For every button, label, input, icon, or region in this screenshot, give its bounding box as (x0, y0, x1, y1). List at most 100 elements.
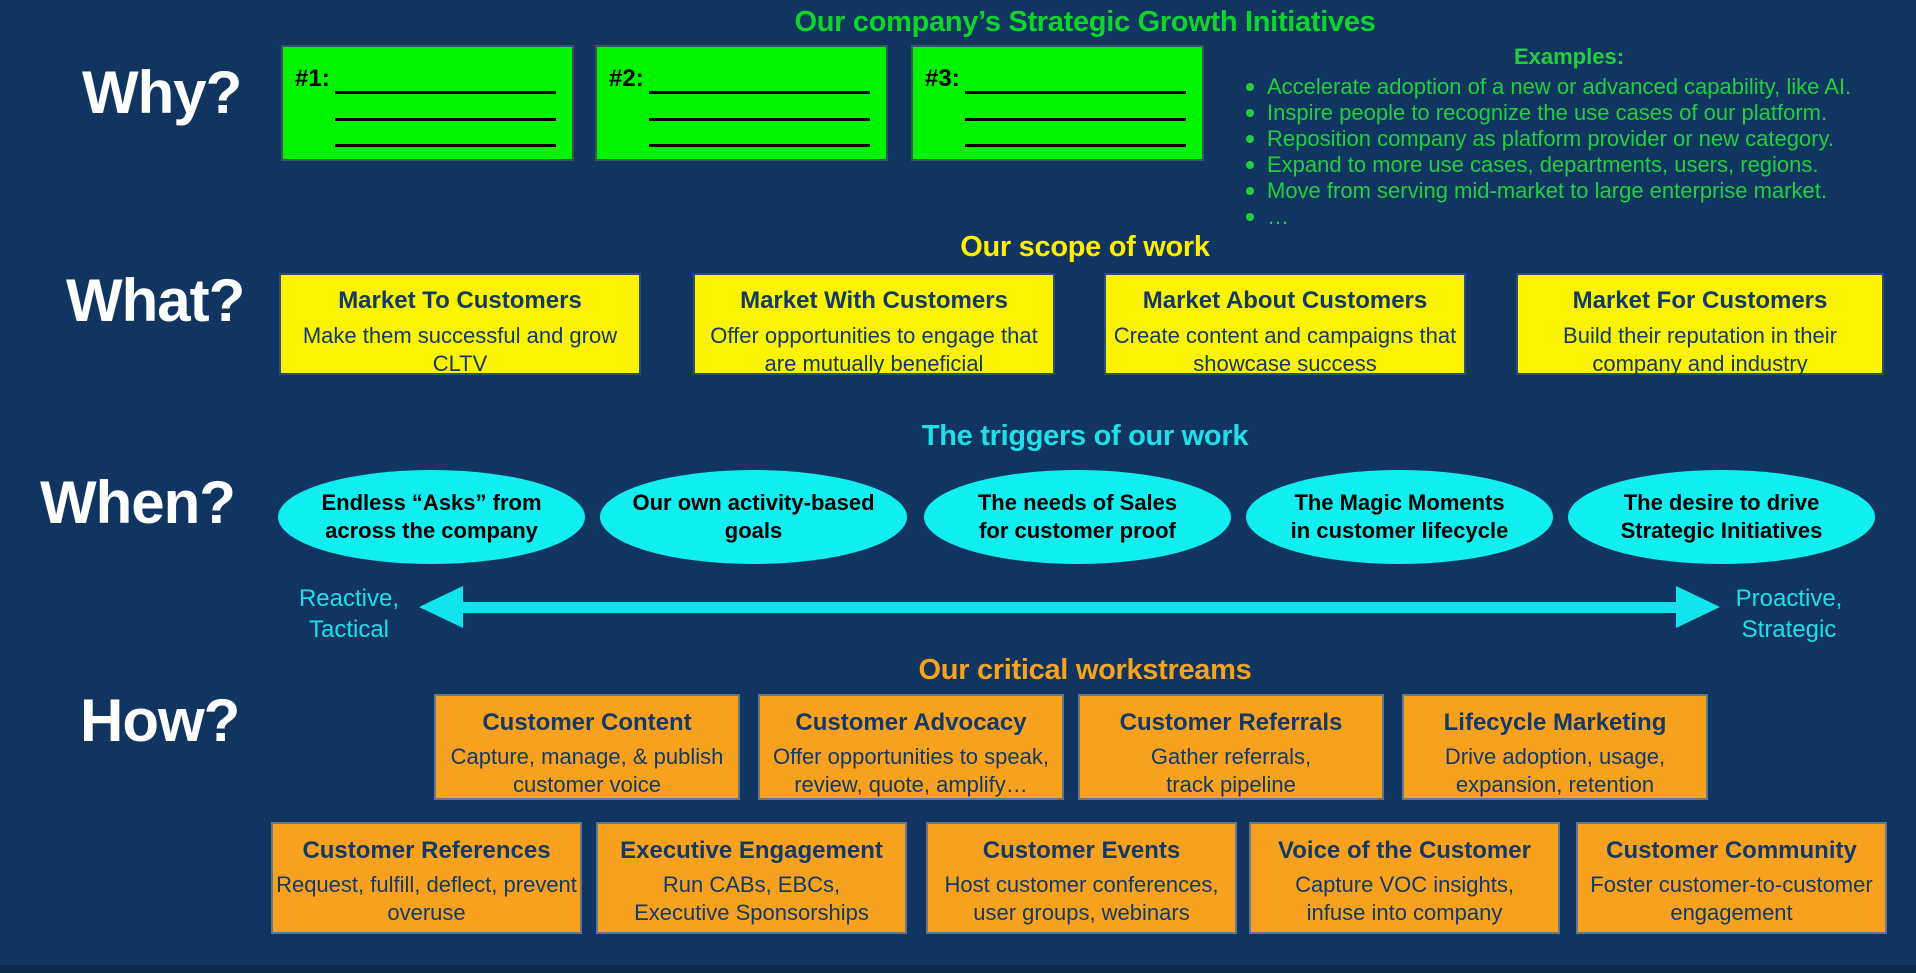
bullet-icon (1246, 83, 1254, 91)
box-body: Foster customer-to-customer engagement (1578, 871, 1885, 927)
box-title: Voice of the Customer (1278, 837, 1531, 864)
bullet-icon (1246, 213, 1254, 221)
trigger-ellipse-sales-needs: The needs of Sales for customer proof (924, 470, 1231, 564)
box-body: Drive adoption, usage, expansion, retent… (1404, 743, 1706, 799)
arrow-left-head-icon (419, 586, 463, 628)
box-title: Customer Events (982, 837, 1181, 864)
box-title: Market For Customers (1572, 287, 1828, 314)
axis-label-proactive-strategic: Proactive, Strategic (1722, 583, 1856, 645)
examples-header: Examples: (1513, 44, 1625, 69)
workstream-box-customer-community: Customer Community Foster customer-to-cu… (1576, 822, 1887, 934)
trigger-line: for customer proof (979, 518, 1176, 543)
box-body: Gather referrals, track pipeline (1080, 743, 1382, 799)
box-title: Customer Community (1606, 837, 1857, 864)
initiative-number: #1: (295, 65, 330, 92)
initiative-box-2: #2: (595, 45, 888, 161)
workstream-box-voice-of-customer: Voice of the Customer Capture VOC insigh… (1249, 822, 1560, 934)
blank-line (335, 144, 556, 147)
list-item: Move from serving mid-market to large en… (1244, 178, 1894, 204)
trigger-ellipse-magic-moments: The Magic Moments in customer lifecycle (1246, 470, 1553, 564)
box-body: Request, fulfill, deflect, prevent overu… (273, 871, 580, 927)
heading-strategic-growth-initiatives: Our company’s Strategic Growth Initiativ… (794, 6, 1376, 38)
axis-label-reactive-tactical: Reactive, Tactical (282, 583, 416, 645)
body-line: Offer opportunities to speak, (773, 744, 1049, 769)
body-line: Foster customer-to-customer (1590, 872, 1873, 897)
scope-box-market-to-customers: Market To Customers Make them successful… (279, 273, 641, 376)
box-body: Create content and campaigns that showca… (1106, 322, 1464, 378)
trigger-line: Strategic Initiatives (1620, 518, 1823, 543)
example-text: Accelerate adoption of a new or advanced… (1267, 74, 1852, 99)
body-line: CLTV (432, 351, 488, 376)
trigger-ellipse-strategic-initiatives: The desire to drive Strategic Initiative… (1568, 470, 1875, 564)
box-body: Run CABs, EBCs, Executive Sponsorships (598, 871, 905, 927)
body-line: infuse into company (1306, 900, 1503, 925)
body-line: user groups, webinars (973, 900, 1190, 925)
blank-line (965, 91, 1186, 94)
box-title: Customer Content (482, 709, 692, 736)
box-body: Offer opportunities to speak, review, qu… (760, 743, 1062, 799)
list-item: Accelerate adoption of a new or advanced… (1244, 74, 1894, 100)
box-body: Offer opportunities to engage that are m… (695, 322, 1053, 378)
body-line: expansion, retention (1455, 772, 1655, 797)
box-title: Market With Customers (740, 287, 1008, 314)
row-label-what: What? (66, 267, 245, 334)
scope-box-market-about-customers: Market About Customers Create content an… (1104, 273, 1466, 378)
row-label-how: How? (80, 687, 240, 754)
body-line: track pipeline (1166, 772, 1296, 797)
axis-label-line: Reactive, (298, 585, 400, 612)
trigger-line: The desire to drive (1623, 490, 1820, 515)
body-line: Executive Sponsorships (634, 900, 869, 925)
example-text: … (1267, 204, 1289, 229)
body-line: overuse (387, 900, 466, 925)
initiative-number: #2: (609, 65, 644, 92)
body-line: are mutually beneficial (764, 351, 984, 376)
box-body: Capture, manage, & publish customer voic… (436, 743, 738, 799)
list-item: Expand to more use cases, departments, u… (1244, 152, 1894, 178)
initiative-number: #3: (925, 65, 960, 92)
body-line: Run CABs, EBCs, (662, 872, 841, 897)
blank-line (649, 144, 870, 147)
axis-label-line: Strategic (1741, 616, 1837, 643)
heading-critical-workstreams: Our critical workstreams (918, 654, 1252, 686)
example-text: Reposition company as platform provider … (1267, 126, 1834, 151)
trigger-line: Endless “Asks” from (321, 490, 542, 515)
blank-line (649, 118, 870, 121)
body-line: showcase success (1193, 351, 1377, 376)
examples-panel: Examples: Accelerate adoption of a new o… (1244, 44, 1894, 230)
reactive-proactive-arrow (460, 602, 1678, 613)
scope-box-market-with-customers: Market With Customers Offer opportunitie… (693, 273, 1055, 378)
row-label-when: When? (40, 469, 236, 536)
body-line: Make them successful and grow (302, 323, 618, 348)
body-line: Create content and campaigns that (1113, 323, 1457, 348)
body-line: company and industry (1592, 351, 1808, 376)
list-item: … (1244, 204, 1894, 230)
trigger-line: across the company (325, 518, 538, 543)
workstream-box-customer-referrals: Customer Referrals Gather referrals, tra… (1078, 694, 1384, 800)
axis-label-line: Proactive, (1735, 585, 1843, 612)
body-line: customer voice (513, 772, 661, 797)
box-title: Lifecycle Marketing (1443, 709, 1667, 736)
blank-line (335, 118, 556, 121)
row-label-why: Why? (82, 59, 242, 126)
box-title: Market To Customers (338, 287, 582, 314)
example-text: Expand to more use cases, departments, u… (1267, 152, 1819, 177)
bullet-icon (1246, 135, 1254, 143)
body-line: Capture VOC insights, (1295, 872, 1514, 897)
bullet-icon (1246, 109, 1254, 117)
workstream-box-customer-content: Customer Content Capture, manage, & publ… (434, 694, 740, 800)
box-title: Executive Engagement (620, 837, 883, 864)
heading-triggers-of-work: The triggers of our work (921, 420, 1249, 452)
list-item: Inspire people to recognize the use case… (1244, 100, 1894, 126)
box-title: Customer Referrals (1119, 709, 1343, 736)
workstream-box-customer-advocacy: Customer Advocacy Offer opportunities to… (758, 694, 1064, 800)
box-body: Capture VOC insights, infuse into compan… (1251, 871, 1558, 927)
blank-line (965, 118, 1186, 121)
trigger-line: Our own activity-based (632, 490, 875, 515)
box-title: Customer References (302, 837, 551, 864)
example-text: Inspire people to recognize the use case… (1267, 100, 1828, 125)
workstream-box-customer-references: Customer References Request, fulfill, de… (271, 822, 582, 934)
workstream-box-lifecycle-marketing: Lifecycle Marketing Drive adoption, usag… (1402, 694, 1708, 800)
axis-label-line: Tactical (308, 616, 390, 643)
bullet-icon (1246, 187, 1254, 195)
blank-line (649, 91, 870, 94)
